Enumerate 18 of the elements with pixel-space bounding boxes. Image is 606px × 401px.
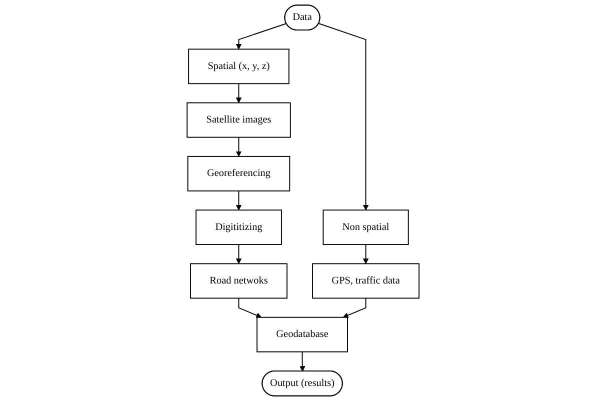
arrow — [236, 136, 242, 157]
node-box: Road netwoks — [190, 263, 288, 299]
node-box: Satellite images — [186, 102, 291, 138]
arrow — [236, 190, 242, 210]
arrow — [342, 298, 366, 318]
arrow — [300, 351, 306, 372]
arrow — [236, 83, 242, 104]
node-box: Non spatial — [322, 210, 409, 246]
arrow — [318, 23, 369, 210]
node-box: Spatial (x, y, z) — [188, 48, 290, 84]
arrow — [236, 23, 287, 50]
arrow — [236, 244, 242, 264]
node-box: Digititizing — [195, 210, 282, 246]
node-box: GPS, traffic data — [312, 263, 420, 299]
node-box: Georeferencing — [187, 156, 290, 192]
arrow — [238, 298, 262, 318]
node-box: Geodatabase — [256, 316, 348, 352]
arrow — [362, 244, 369, 264]
